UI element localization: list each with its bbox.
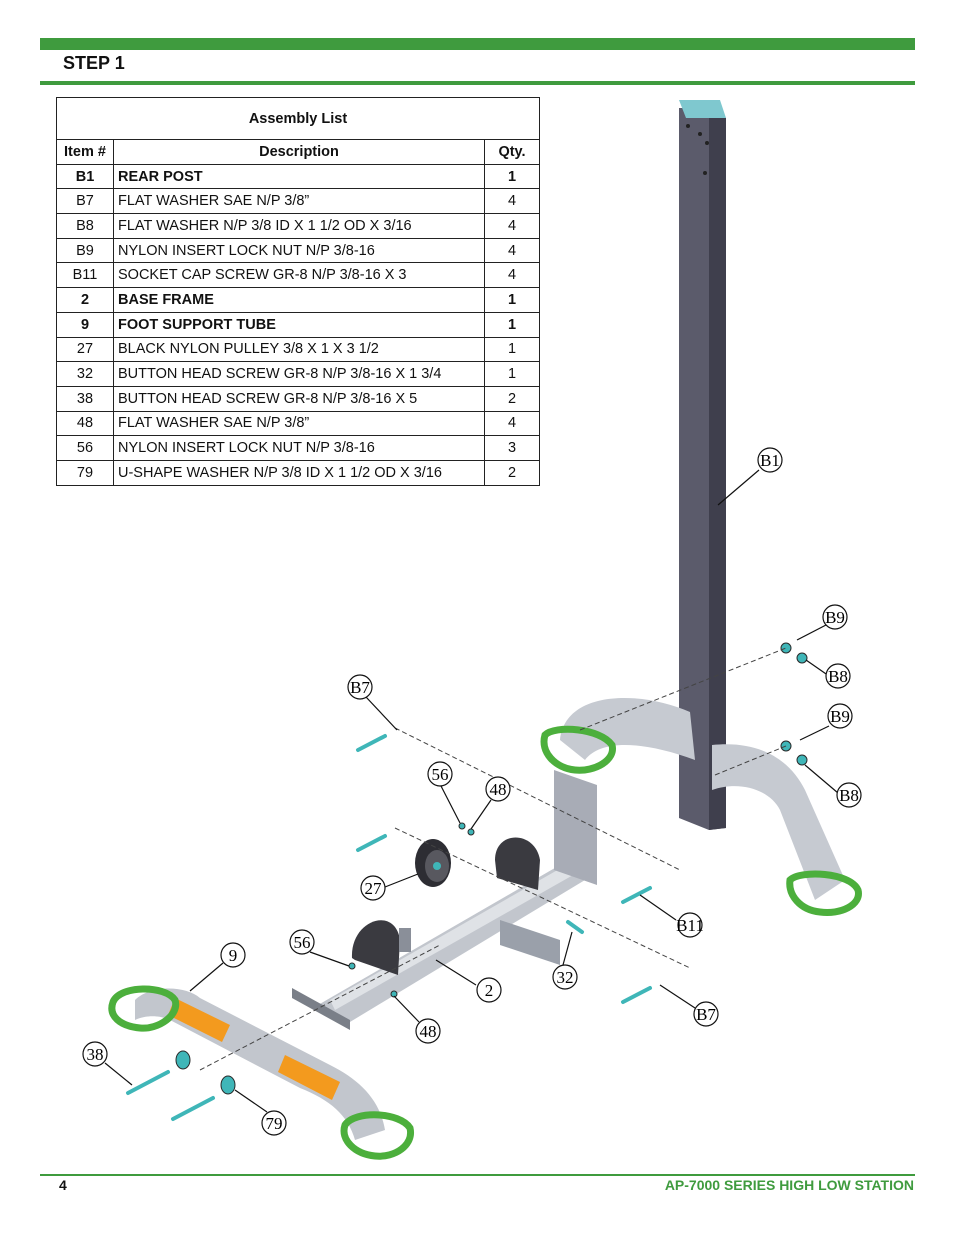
callout-27: 27 (360, 875, 386, 901)
step-label: STEP 1 (63, 53, 125, 73)
footer-rule (40, 1174, 915, 1176)
assembly-list-title: Assembly List (56, 97, 540, 140)
washers (175, 642, 808, 1095)
right-base-arm (540, 697, 862, 917)
item-cell: B9 (56, 237, 114, 264)
callout-label: B8 (839, 786, 859, 805)
callout-label: 9 (229, 946, 238, 965)
callout-label: 32 (557, 968, 574, 987)
callout-56: 56 (289, 929, 315, 955)
description-cell: FLAT WASHER N/P 3/8 ID X 1 1/2 OD X 3/16 (113, 213, 485, 239)
qty-cell: 4 (484, 262, 540, 289)
assembly-list-table: Assembly List Item # Description Qty. B1… (56, 97, 540, 486)
callout-label: 79 (266, 1114, 283, 1133)
assembly-path-lines (199, 647, 787, 1071)
right-rear-cap (540, 725, 616, 774)
leader-lines (104, 469, 839, 1113)
right-foot-cap (786, 870, 862, 917)
description-cell: REAR POST (113, 163, 485, 190)
callout-label: B9 (825, 608, 845, 627)
qty-cell: 4 (484, 213, 540, 239)
callout-label: 2 (485, 981, 494, 1000)
page-number: 4 (59, 1177, 67, 1193)
item-cell: B1 (56, 163, 114, 190)
callout-label: 48 (420, 1022, 437, 1041)
callout-label: B1 (760, 451, 780, 470)
callout-label: 56 (294, 933, 311, 952)
callout-b7: B7 (693, 1001, 719, 1027)
qty-cell: 2 (484, 385, 540, 412)
callout-label: 27 (365, 879, 383, 898)
callout-2: 2 (476, 977, 502, 1003)
foot-pad-right (278, 1055, 340, 1100)
document-title: AP-7000 SERIES HIGH LOW STATION (664, 1177, 914, 1193)
callout-48: 48 (485, 776, 511, 802)
upright-plate (554, 770, 597, 885)
callout-label: 48 (490, 780, 507, 799)
qty-cell: 1 (484, 163, 540, 190)
base-frame (292, 770, 597, 1030)
callout-label: B11 (676, 916, 704, 935)
hardware (126, 734, 652, 1121)
post-end-cap (679, 100, 726, 118)
callout-label: B8 (828, 667, 848, 686)
callout-38: 38 (82, 1041, 108, 1067)
item-cell: 32 (56, 361, 114, 387)
callout-b9: B9 (827, 703, 853, 729)
pulley (415, 839, 451, 887)
frame-tab-right (495, 837, 540, 890)
rear-post (679, 100, 726, 830)
qty-cell: 1 (484, 361, 540, 387)
foot-support-tube (108, 985, 414, 1160)
callout-79: 79 (261, 1110, 287, 1136)
callout-b9: B9 (822, 604, 848, 630)
callout-label: 56 (432, 765, 449, 784)
callout-b11: B11 (676, 912, 704, 938)
description-cell: FLAT WASHER SAE N/P 3/8” (113, 410, 485, 437)
description-cell: BUTTON HEAD SCREW GR-8 N/P 3/8-16 X 5 (113, 385, 485, 412)
callout-48: 48 (415, 1018, 441, 1044)
frame-bracket (292, 988, 350, 1030)
callout-32: 32 (552, 964, 578, 990)
top-green-bar (40, 38, 915, 50)
foot-end-cap-right (340, 1111, 414, 1160)
callout-label: B7 (350, 678, 370, 697)
foot-pad-left (168, 998, 230, 1042)
callout-9: 9 (220, 942, 246, 968)
callout-56: 56 (427, 761, 453, 787)
description-cell: BASE FRAME (113, 287, 485, 313)
callout-b1: B1 (757, 447, 783, 473)
frame-tab-left (351, 920, 400, 975)
qty-cell: 4 (484, 188, 540, 215)
callout-label: B9 (830, 707, 850, 726)
description-cell: SOCKET CAP SCREW GR-8 N/P 3/8-16 X 3 (113, 262, 485, 289)
qty-cell: 2 (484, 459, 540, 486)
description-cell: FLAT WASHER SAE N/P 3/8” (113, 188, 485, 215)
qty-cell: 3 (484, 435, 540, 461)
foot-end-cap-left (108, 985, 180, 1032)
callout-b8: B8 (825, 663, 851, 689)
callout-b8: B8 (836, 782, 862, 808)
callout-b7: B7 (347, 674, 373, 700)
description-cell: U-SHAPE WASHER N/P 3/8 ID X 1 1/2 OD X 3… (113, 459, 485, 486)
item-cell: 79 (56, 459, 114, 486)
under-step-bar (40, 81, 915, 85)
callout-label: B7 (696, 1005, 716, 1024)
callout-label: 38 (87, 1045, 104, 1064)
item-cell: 9 (56, 311, 114, 338)
column-header-qty: Qty. (484, 139, 540, 165)
description-cell: NYLON INSERT LOCK NUT N/P 3/8-16 (113, 237, 485, 264)
